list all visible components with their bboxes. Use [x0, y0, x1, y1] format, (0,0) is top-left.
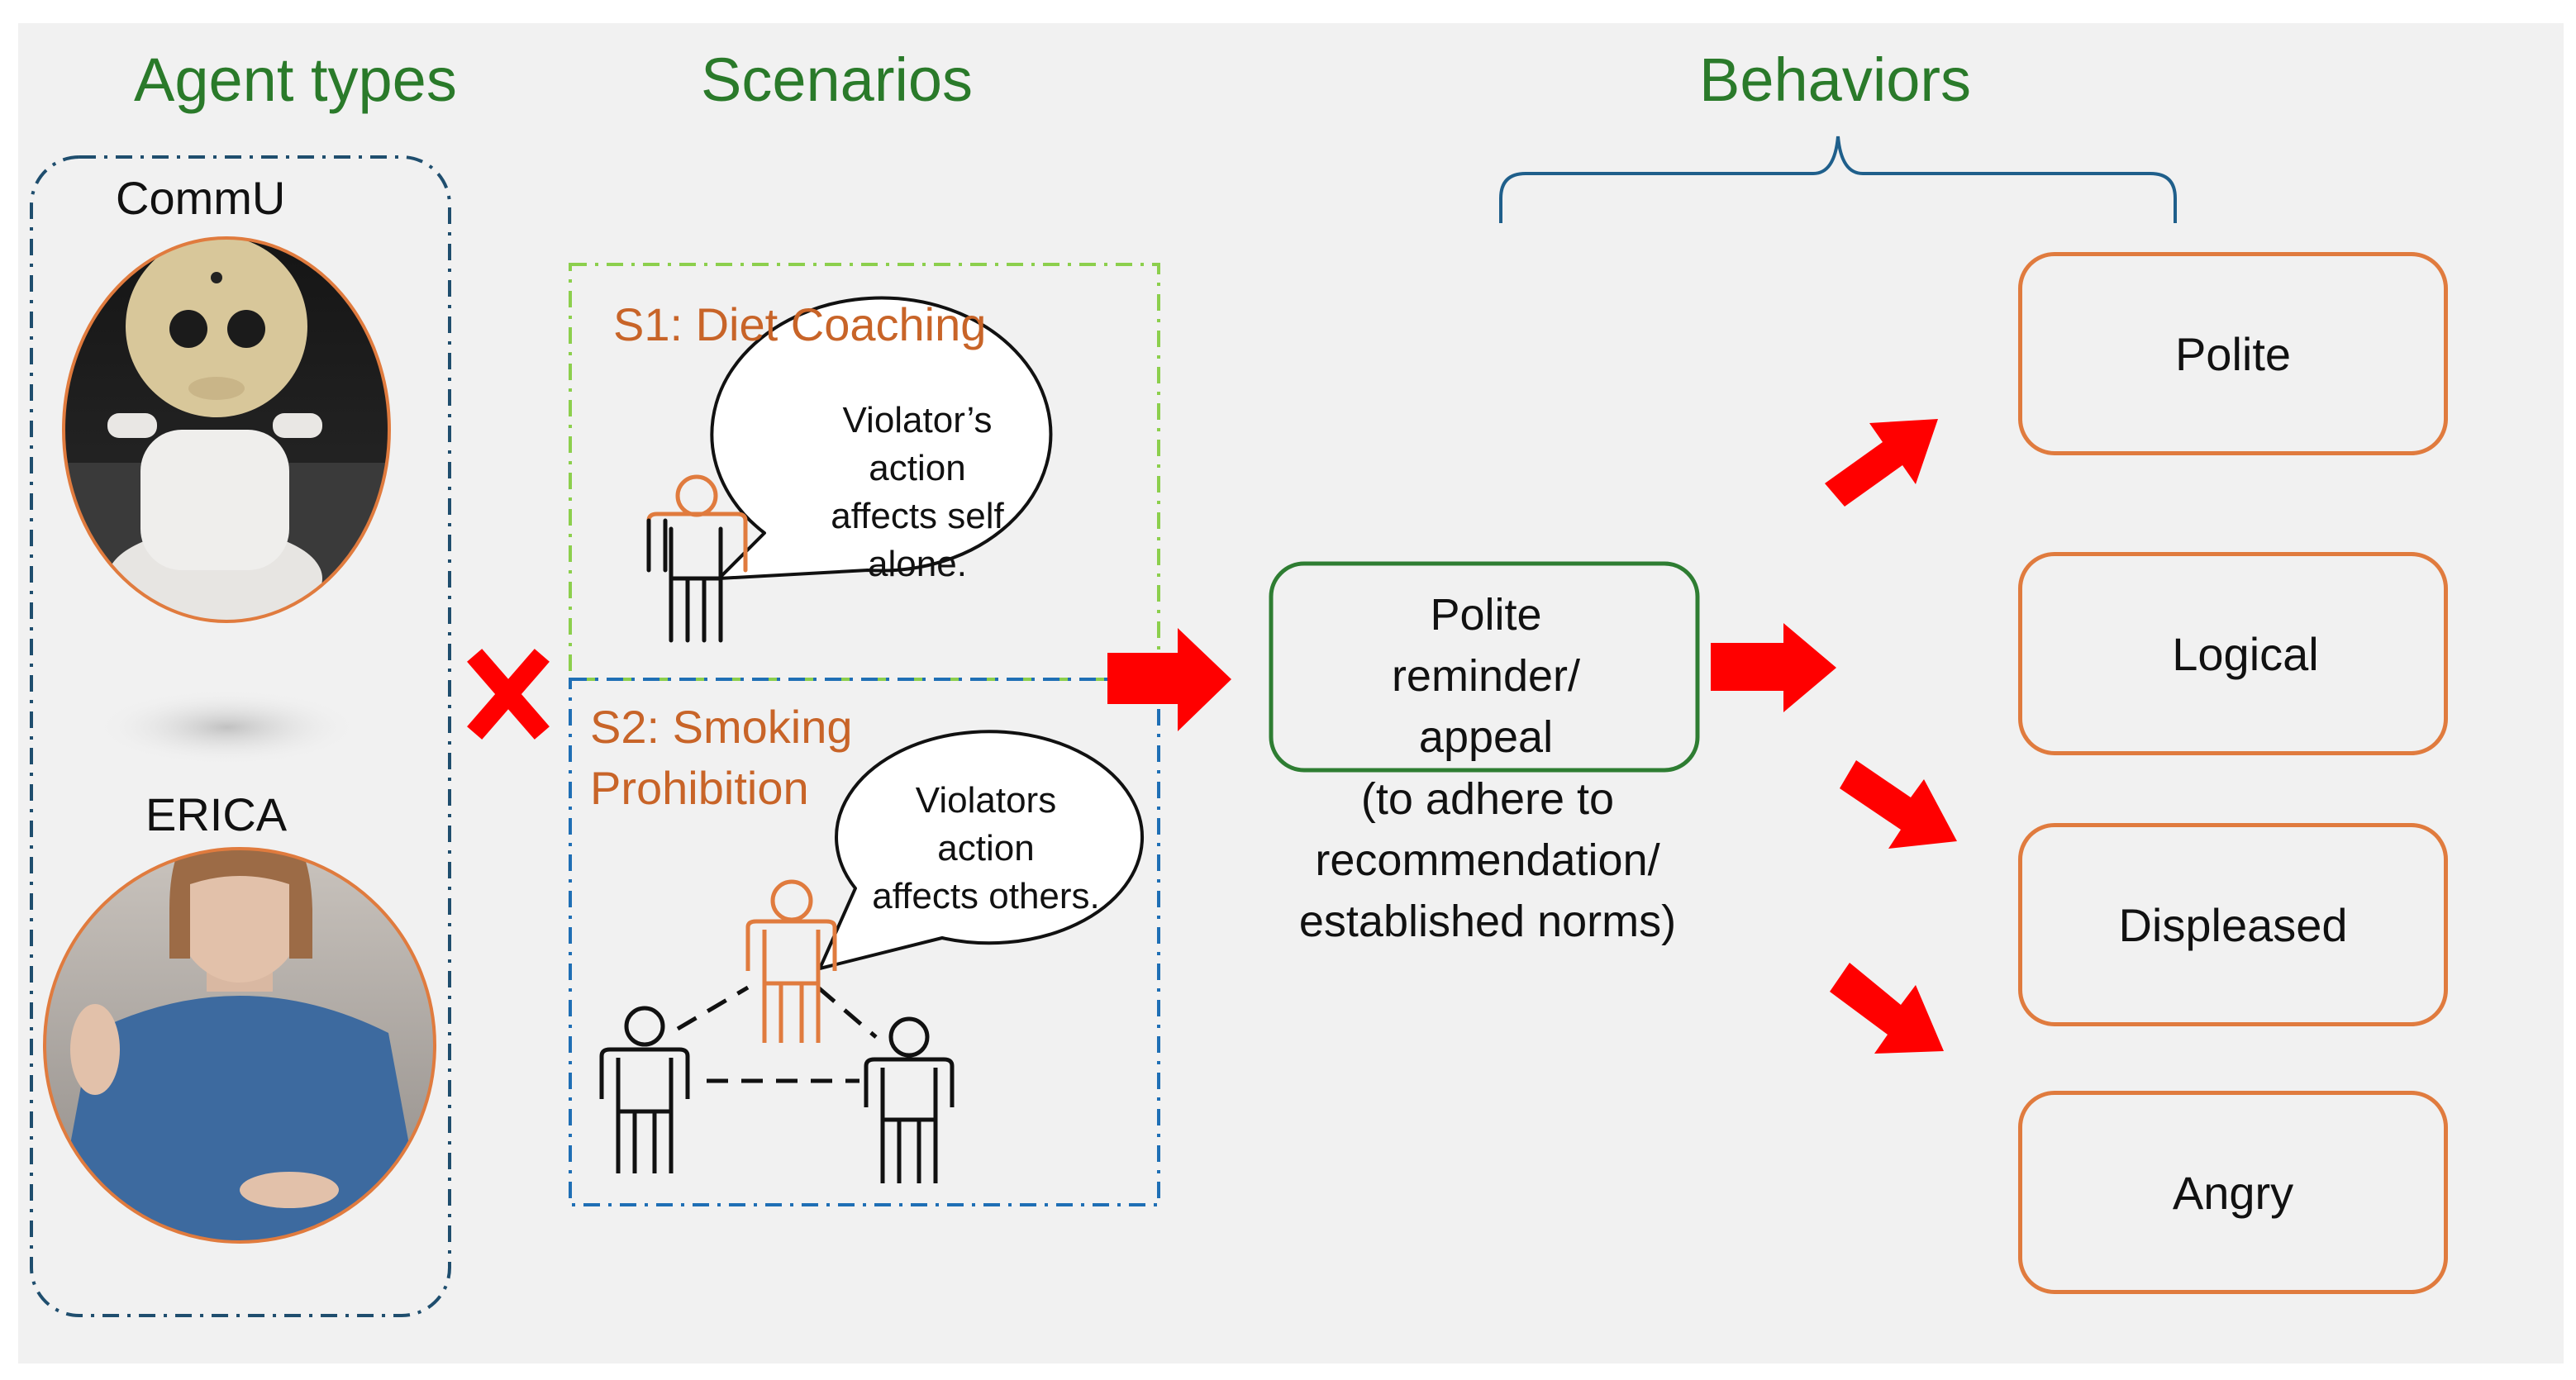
arrow-to-displeased: [1840, 760, 1957, 849]
arrow-scenarios-to-center: [1107, 628, 1231, 731]
s2-connection-lines: [676, 985, 878, 1083]
scenario-s2-title-line2: Prohibition: [590, 762, 809, 814]
erica-android-image: [43, 847, 436, 1244]
center-action-box: [1269, 561, 1700, 773]
center-box-line: Polite: [1430, 590, 1542, 640]
figure-panel: [18, 23, 2564, 1363]
shadow-decoration: [95, 689, 359, 765]
behavior-box-angry: Angry: [2018, 1091, 2448, 1294]
arrow-to-polite: [1825, 419, 1938, 507]
s2-bubble-text: Violators action affects others.: [850, 777, 1122, 921]
s2-bubble-line: affects others.: [872, 876, 1100, 916]
scenario-s1-title: S1: Diet Coaching: [613, 298, 987, 350]
s1-bubble-line: action: [869, 448, 966, 488]
s1-bubble-line: alone.: [868, 544, 967, 584]
s2-bystander-right-person-icon: [864, 1016, 955, 1183]
s1-bubble-text: Violator’s action affects self alone.: [793, 397, 1041, 588]
s2-bubble-line: Violators: [915, 780, 1057, 821]
behavior-label-polite: Polite: [2174, 327, 2292, 380]
behavior-label-logical: Logical: [2172, 627, 2319, 680]
center-caption-line: recommendation/: [1315, 835, 1660, 885]
agent-name-erica: ERICA: [145, 788, 288, 840]
center-caption-line: established norms): [1298, 897, 1677, 946]
s2-speech-bubble: [818, 730, 1145, 970]
commu-robot-image: [62, 236, 391, 623]
s1-speech-bubble: [710, 296, 1053, 580]
behavior-label-angry: Angry: [2172, 1166, 2294, 1219]
center-caption-line: (to adhere to: [1360, 774, 1615, 824]
center-box-line: reminder/: [1391, 651, 1581, 701]
heading-scenarios: Scenarios: [701, 45, 974, 114]
arrow-to-angry: [1830, 963, 1944, 1054]
s1-bubble-line: Violator’s: [842, 400, 993, 440]
heading-behaviors: Behaviors: [1699, 45, 1972, 114]
multiply-cross-icon: [467, 649, 550, 740]
s1-violator-person-icon: [646, 474, 748, 643]
behavior-box-displeased: Displeased: [2018, 823, 2448, 1026]
s2-violator-person-icon: [745, 879, 837, 1043]
s1-bubble-line: affects self: [831, 496, 1004, 536]
behavior-box-logical: Logical: [2018, 552, 2448, 755]
center-caption-text: (to adhere to recommendation/ establishe…: [1240, 769, 1736, 952]
s2-bubble-line: action: [937, 828, 1035, 868]
behaviors-brace: [1499, 136, 2177, 223]
heading-agent-types: Agent types: [134, 45, 457, 114]
center-box-line: appeal: [1418, 712, 1554, 762]
arrow-center-to-behaviors: [1711, 623, 1836, 712]
scenario-s2-box: [569, 678, 1160, 1206]
agent-name-commu: CommU: [116, 172, 286, 224]
agent-types-container: [30, 155, 451, 1317]
center-box-text: Polite reminder/ appeal: [1273, 584, 1699, 768]
scenario-s2-title-line1: S2: Smoking: [590, 701, 853, 753]
behavior-box-polite: Polite: [2018, 252, 2448, 455]
behavior-label-displeased: Displeased: [2118, 898, 2348, 951]
s2-bystander-left-person-icon: [599, 1006, 690, 1173]
